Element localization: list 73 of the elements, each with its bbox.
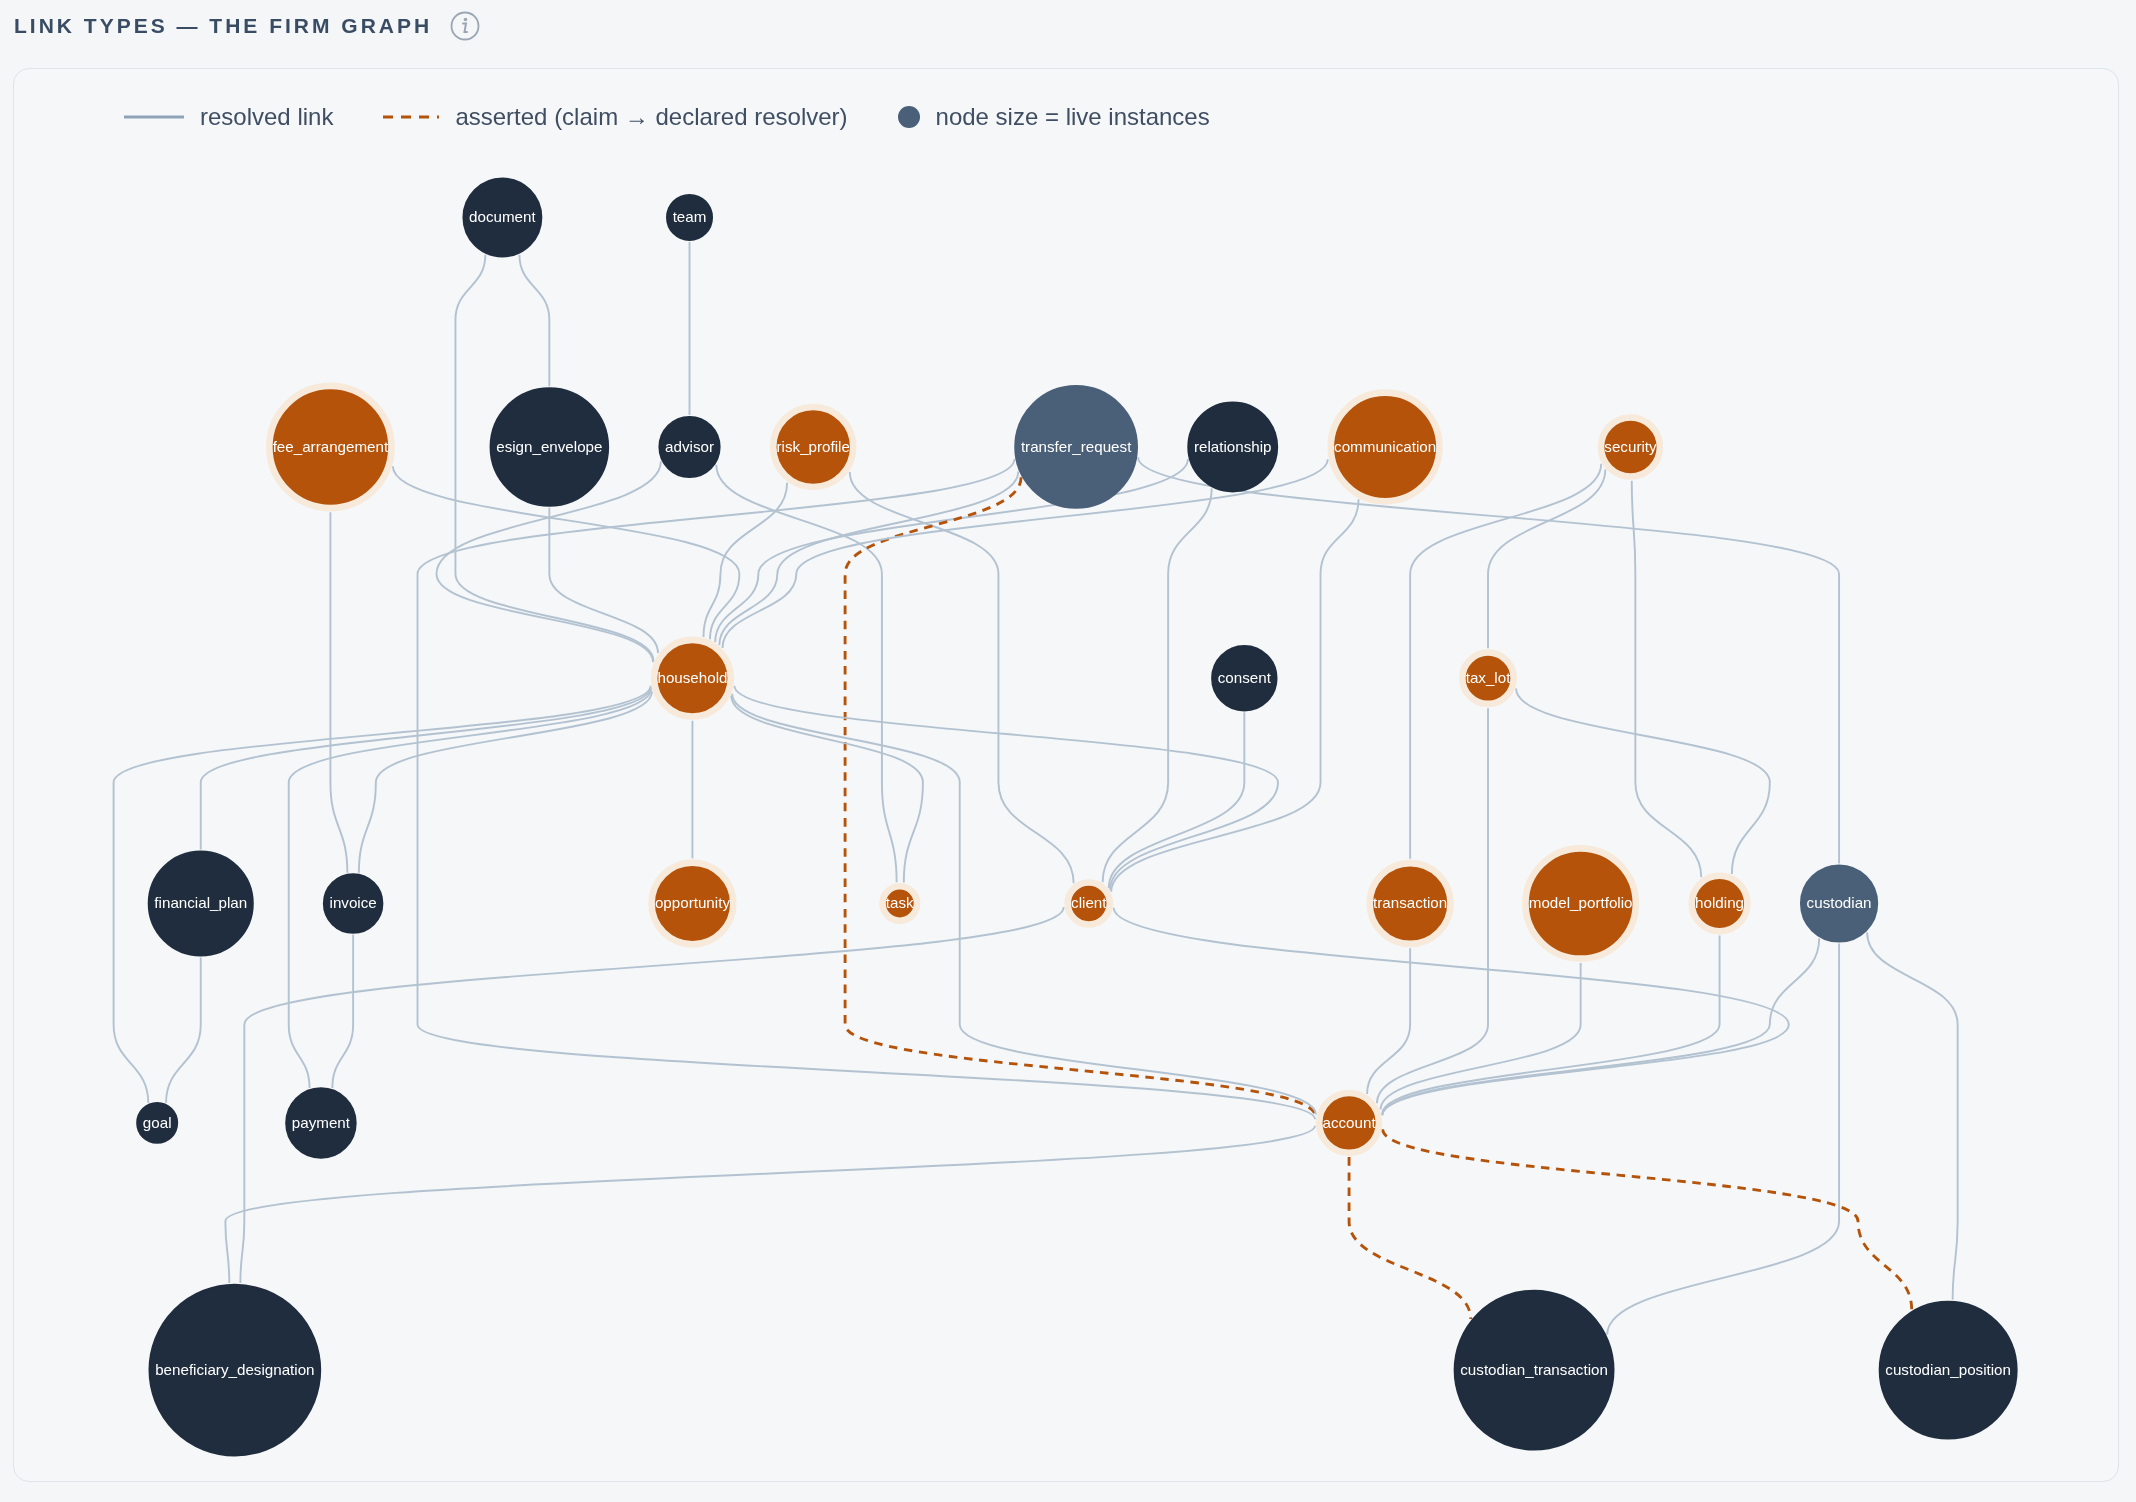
link-line: [730, 694, 924, 884]
circle-node: goal: [136, 1101, 179, 1144]
link-line: [391, 465, 741, 641]
circle-node: consent: [1211, 645, 1278, 712]
circle-node: invoice: [322, 873, 384, 934]
circle-node: client: [1064, 879, 1114, 928]
circle-node: opportunity: [648, 859, 737, 948]
circle-node: custodian_position: [1878, 1300, 2018, 1440]
link-line: [454, 253, 655, 662]
circle-node: document: [462, 177, 543, 258]
link-line: [416, 457, 1316, 1121]
circle-node: fee_arrangement: [265, 382, 395, 512]
link-line: [224, 1124, 1316, 1284]
legend-label: resolved link: [200, 103, 334, 131]
link-line: [435, 460, 662, 664]
link-line: [1515, 687, 1771, 875]
link-line: [1101, 487, 1213, 884]
link-line: [702, 481, 788, 639]
link-line: [199, 686, 652, 851]
link-line: [518, 253, 551, 388]
circle-node: transfer_request: [1014, 385, 1138, 509]
link-line: [329, 511, 349, 874]
link-line: [1366, 947, 1411, 1095]
dashed-link-line: [1381, 1128, 1914, 1311]
chart-title: LINK TYPES — THE FIRM GRAPH: [14, 14, 433, 38]
circle-node: security: [1597, 414, 1664, 480]
circle-node: communication: [1327, 389, 1443, 505]
link-line: [331, 933, 354, 1089]
link-line: [1630, 479, 1703, 879]
circle-node: holding: [1688, 872, 1751, 935]
circle-node: model_portfolio: [1522, 845, 1640, 962]
circle-node: tax_lot: [1458, 649, 1517, 708]
link-line: [1606, 942, 1840, 1336]
circle-node: risk_profile: [769, 403, 857, 491]
link-line: [287, 687, 653, 1089]
link-line: [1137, 456, 1840, 865]
circle-node: payment: [285, 1087, 357, 1159]
link-line: [548, 506, 659, 655]
circle-node: relationship: [1187, 401, 1279, 493]
circle-node: beneficiary_designation: [148, 1283, 322, 1457]
circle-node: custodian: [1799, 864, 1879, 943]
circle-node: transaction: [1366, 859, 1454, 948]
circle-node: custodian_transaction: [1453, 1289, 1615, 1451]
link-line: [1409, 462, 1603, 860]
link-line: [112, 684, 652, 1104]
link-line: [691, 719, 694, 860]
link-line: [1107, 711, 1246, 889]
legend-label: asserted (claim → declared resolver): [455, 103, 848, 131]
circle-node: account: [1315, 1089, 1383, 1157]
link-line: [1110, 498, 1360, 893]
circle-node: task: [879, 882, 921, 925]
circle-node: esign_envelope: [489, 387, 610, 507]
circle-node: advisor: [658, 415, 721, 479]
circle-node: team: [665, 194, 713, 241]
link-line: [1379, 962, 1582, 1111]
circle-node: household: [650, 636, 734, 720]
circle-node: financial_plan: [147, 850, 254, 957]
link-line: [1486, 468, 1607, 650]
link-line: [1866, 931, 1959, 1301]
link-line: [1112, 906, 1790, 1117]
dashed-link-line: [1347, 1157, 1472, 1320]
link-line: [165, 956, 202, 1104]
link-line: [239, 906, 1065, 1284]
legend-label: node size = live instances: [935, 103, 1210, 131]
link-line: [688, 241, 691, 416]
link-line: [733, 684, 1279, 891]
link-line: [1375, 707, 1489, 1105]
link-line: [718, 470, 1020, 647]
link-line: [848, 471, 1075, 885]
link-line: [715, 463, 898, 884]
link-line: [721, 458, 1329, 649]
link-line: [731, 692, 1317, 1116]
link-line: [357, 690, 653, 874]
